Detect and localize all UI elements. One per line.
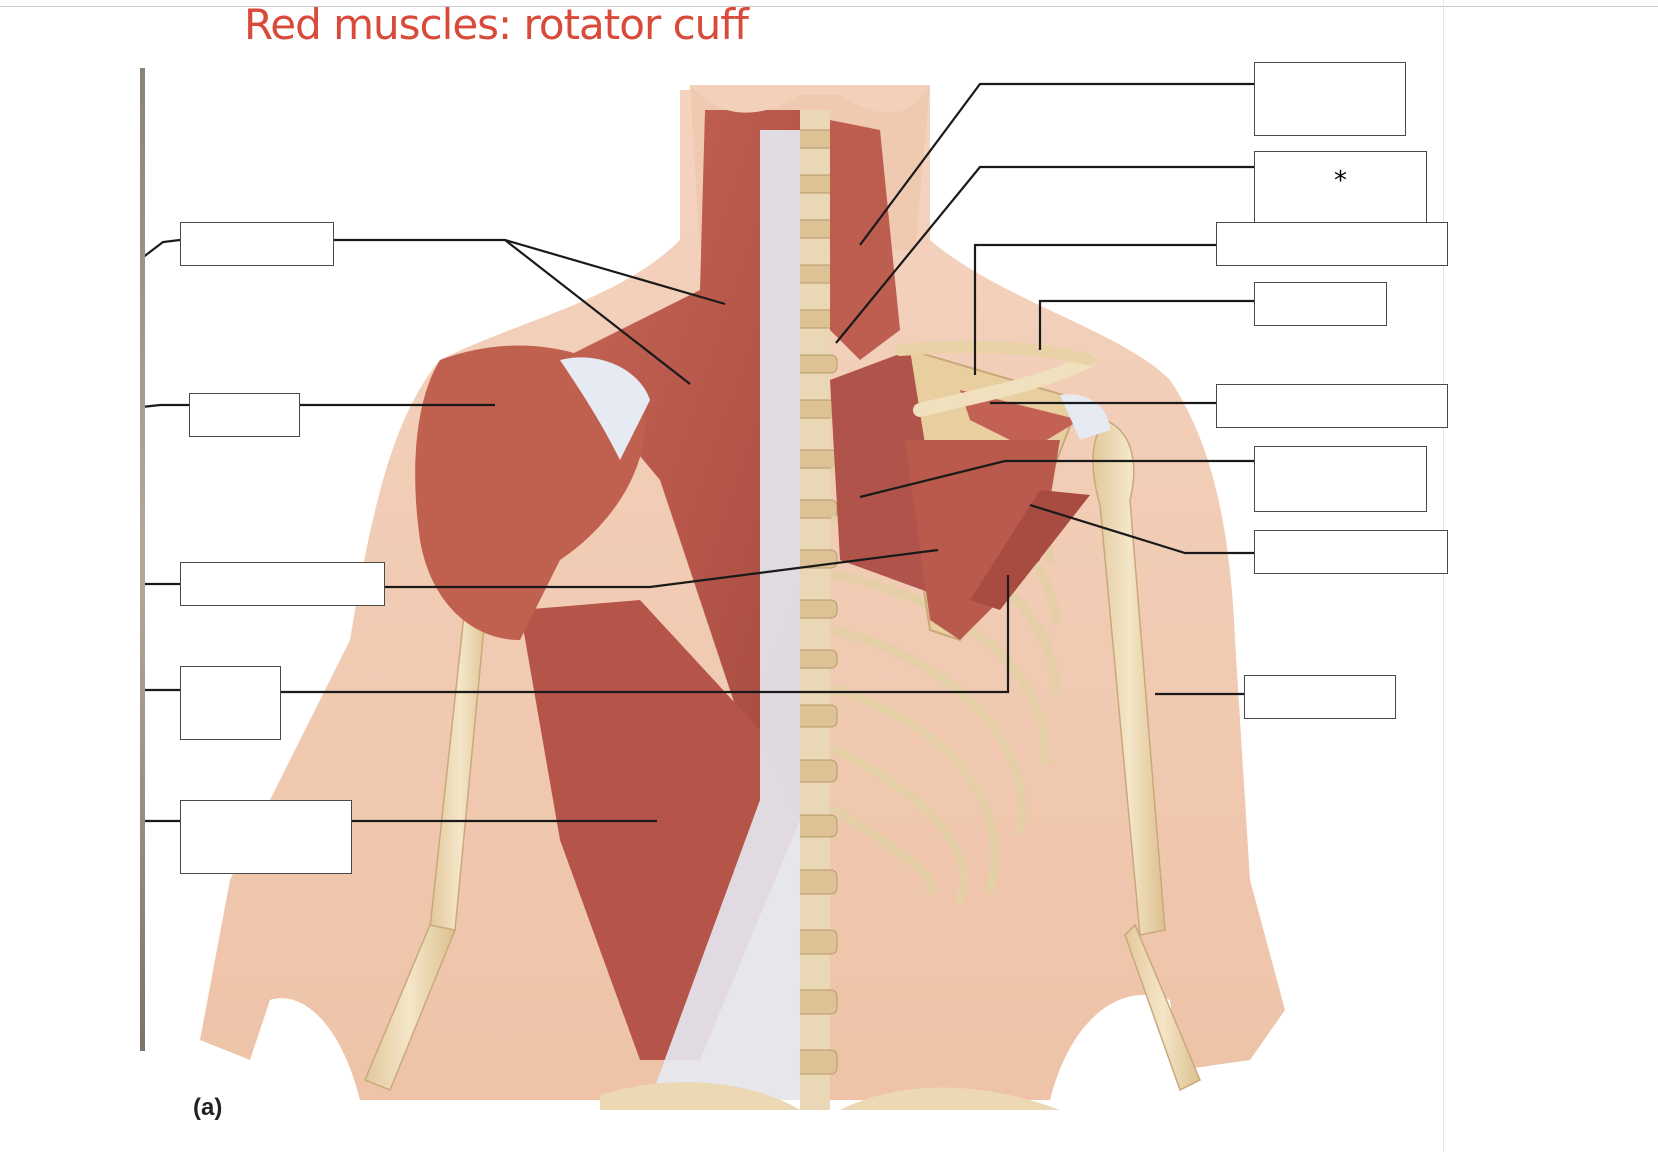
label-box-r5[interactable]: [1216, 384, 1448, 428]
skull-base: [690, 85, 930, 113]
scapular-spine: [913, 353, 1097, 417]
pelvis: [600, 1082, 800, 1110]
label-box-l1[interactable]: [180, 222, 334, 266]
left-panel-edge: [140, 68, 145, 1051]
label-box-l4[interactable]: [180, 666, 281, 740]
image-right-edge: [1443, 0, 1444, 1152]
label-box-r2[interactable]: *: [1254, 151, 1427, 225]
label-text-r2: *: [1334, 166, 1347, 196]
humerus-right: [1092, 419, 1201, 1092]
label-box-r7[interactable]: [1254, 530, 1448, 574]
diagram-title: Red muscles: rotator cuff: [244, 0, 749, 49]
label-box-r3[interactable]: [1216, 222, 1448, 266]
clavicle: [894, 341, 1096, 366]
label-box-r6[interactable]: [1254, 446, 1427, 512]
pelvis-right: [840, 1087, 1060, 1110]
thoracolumbar-fascia: [650, 130, 800, 1100]
label-box-r1[interactable]: [1254, 62, 1406, 136]
label-box-l2[interactable]: [189, 393, 300, 437]
vertebral-column: [792, 110, 838, 1110]
leader-lines: [141, 82, 1254, 823]
label-box-r8[interactable]: [1244, 675, 1396, 719]
deltoid-tendon-right: [1060, 394, 1110, 440]
label-box-l5[interactable]: [180, 800, 352, 874]
label-box-l3[interactable]: [180, 562, 385, 606]
figure-label: (a): [193, 1094, 223, 1121]
top-divider: [0, 6, 1658, 7]
acromion-tendon: [560, 357, 650, 460]
label-box-r4[interactable]: [1254, 282, 1387, 326]
